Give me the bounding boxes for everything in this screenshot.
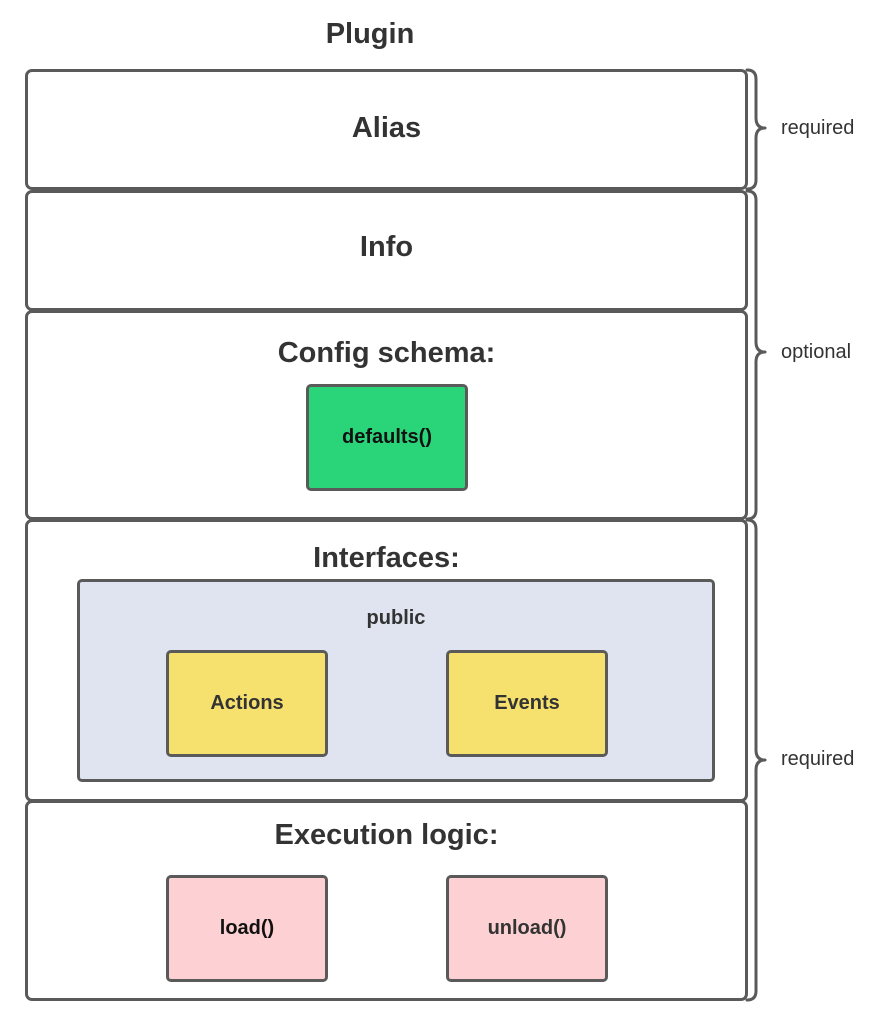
load-label: load(): [219, 917, 275, 939]
events-label: Events: [494, 692, 560, 714]
actions-chip: Actions: [166, 650, 328, 757]
interfaces-title: Interfaces:: [313, 542, 460, 574]
info-title: Info: [359, 231, 414, 263]
unload-label: unload(): [487, 917, 567, 939]
brace-interfaces-execution: [745, 518, 767, 1002]
alias-section: Alias: [25, 69, 748, 190]
brace-label-alias: required: [781, 117, 855, 139]
public-label: public: [366, 607, 426, 629]
events-chip: Events: [446, 650, 608, 757]
alias-title: Alias: [351, 112, 422, 144]
actions-label: Actions: [210, 692, 284, 714]
info-section: Info: [25, 190, 748, 311]
config-schema-title: Config schema:: [277, 337, 496, 369]
defaults-label: defaults(): [342, 426, 432, 448]
diagram-title: Plugin: [325, 18, 415, 50]
load-chip: load(): [166, 875, 328, 982]
brace-label-interfaces-execution: required: [781, 748, 855, 770]
brace-label-info-config: optional: [781, 341, 852, 363]
execution-logic-section: Execution logic: load() unload(): [25, 800, 748, 1001]
brace-info-config: [745, 189, 767, 521]
public-panel: public Actions Events: [77, 579, 715, 782]
unload-chip: unload(): [446, 875, 608, 982]
config-schema-section: Config schema: defaults(): [25, 310, 748, 520]
brace-alias: [745, 68, 767, 191]
defaults-chip: defaults(): [306, 384, 468, 491]
execution-logic-title: Execution logic:: [274, 819, 499, 851]
interfaces-section: Interfaces: public Actions Events: [25, 519, 748, 802]
